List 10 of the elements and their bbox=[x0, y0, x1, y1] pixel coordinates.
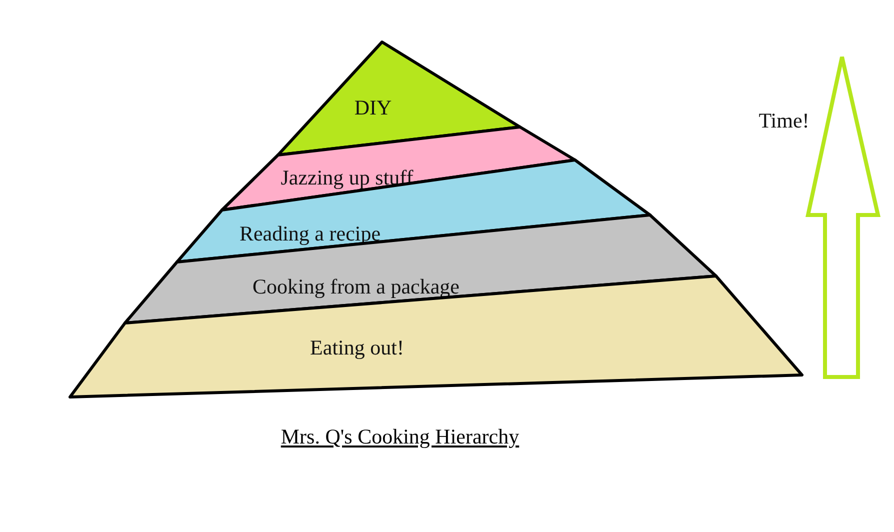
pyramid-band bbox=[278, 42, 520, 155]
band-label: Reading a recipe bbox=[239, 222, 381, 246]
band-label: Cooking from a package bbox=[252, 274, 460, 300]
band-label: DIY bbox=[354, 96, 392, 120]
pyramid-band bbox=[70, 276, 802, 397]
axis-label: Time! bbox=[758, 108, 810, 134]
caption: Mrs. Q's Cooking Hierarchy bbox=[280, 424, 520, 450]
pyramid-band bbox=[177, 160, 650, 262]
pyramid-band bbox=[125, 215, 716, 323]
band-label: Eating out! bbox=[310, 336, 404, 360]
